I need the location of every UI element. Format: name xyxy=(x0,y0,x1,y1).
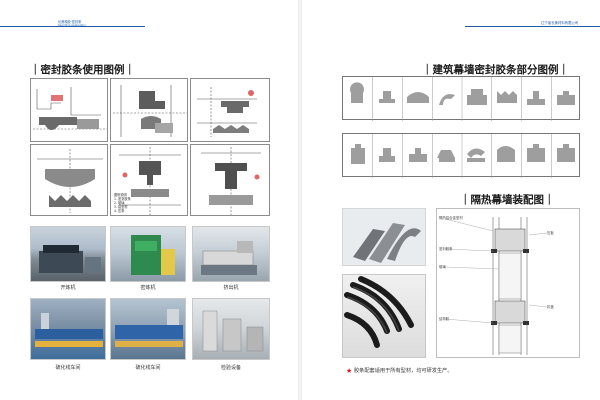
seal-drawing-1 xyxy=(30,78,108,142)
star-icon: ★ xyxy=(346,367,353,375)
photo-caption: 开炼机 xyxy=(60,285,76,291)
left-page-header: 长美橡胶·密封条 Seal Strip Application xyxy=(0,20,145,34)
legend-line: 4. 压条 xyxy=(114,209,125,213)
right-section-heading: ｜建筑幕墙密封胶条部分图例｜ xyxy=(422,64,569,76)
seal-drawing-5: 图例说明 1. 密封胶条 2. 玻璃 3. 铝型材 4. 压条 xyxy=(110,144,188,216)
assembly-label: 压板 xyxy=(547,231,554,235)
photo-caption: 检验设备 xyxy=(220,365,241,371)
photo-vulcanizing-line-2 xyxy=(110,298,186,360)
left-header-subtitle: Seal Strip Application xyxy=(58,24,86,27)
photo-seal-strips xyxy=(342,208,426,266)
assembly-label: 结构胶 xyxy=(439,317,450,321)
photo-extruder xyxy=(192,226,270,282)
assembly-label: 隔热铝合金型材 xyxy=(439,216,463,220)
photo-caption: 挤出机 xyxy=(223,285,239,291)
seal-profile-row-2 xyxy=(342,133,580,178)
photo-internal-mixer xyxy=(110,226,186,282)
photo-seal-coil xyxy=(342,274,426,358)
curtain-wall-assembly-drawing: 隔热铝合金型材 密封胶条 玻璃 压板 扣盖 结构胶 xyxy=(436,208,580,358)
footnote: ★ 胶条配套适用于所有型材，均可研发生产。 xyxy=(346,367,453,375)
assembly-label: 玻璃 xyxy=(439,265,446,269)
seal-drawing-2 xyxy=(110,78,188,142)
legend-line: 3. 铝型材 xyxy=(114,205,128,209)
assembly-heading: ｜隔热幕墙装配图｜ xyxy=(460,194,555,206)
photo-caption: 密炼机 xyxy=(140,285,156,291)
seal-drawing-4 xyxy=(30,144,108,216)
seal-drawing-6 xyxy=(190,144,270,216)
photo-caption: 硫化线车间 xyxy=(55,365,81,371)
footnote-text: 胶条配套适用于所有型材，均可研发生产。 xyxy=(353,368,453,374)
left-header-title: 长美橡胶·密封条 xyxy=(58,20,82,24)
photo-open-mill xyxy=(30,226,106,282)
left-section-heading: ｜密封胶条使用图例｜ xyxy=(30,64,135,76)
legend-line: 2. 玻璃 xyxy=(114,201,125,205)
photo-caption: 硫化线车间 xyxy=(135,365,161,371)
seal-drawing-3 xyxy=(190,78,270,142)
right-page-header: 辽宁省长美材料有限公司 xyxy=(465,21,600,34)
photo-vulcanizing-line-1 xyxy=(30,298,106,360)
assembly-label: 密封胶条 xyxy=(439,247,453,251)
drawing-legend: 图例说明 1. 密封胶条 2. 玻璃 3. 铝型材 4. 压条 xyxy=(114,193,131,213)
right-header-title: 辽宁省长美材料有限公司 xyxy=(541,21,579,25)
legend-line: 图例说明 xyxy=(114,193,127,197)
assembly-label: 扣盖 xyxy=(547,305,554,309)
photo-testing-equipment xyxy=(192,298,270,360)
page-gutter xyxy=(298,0,302,400)
legend-line: 1. 密封胶条 xyxy=(114,197,131,201)
seal-profile-row-1 xyxy=(342,76,580,121)
